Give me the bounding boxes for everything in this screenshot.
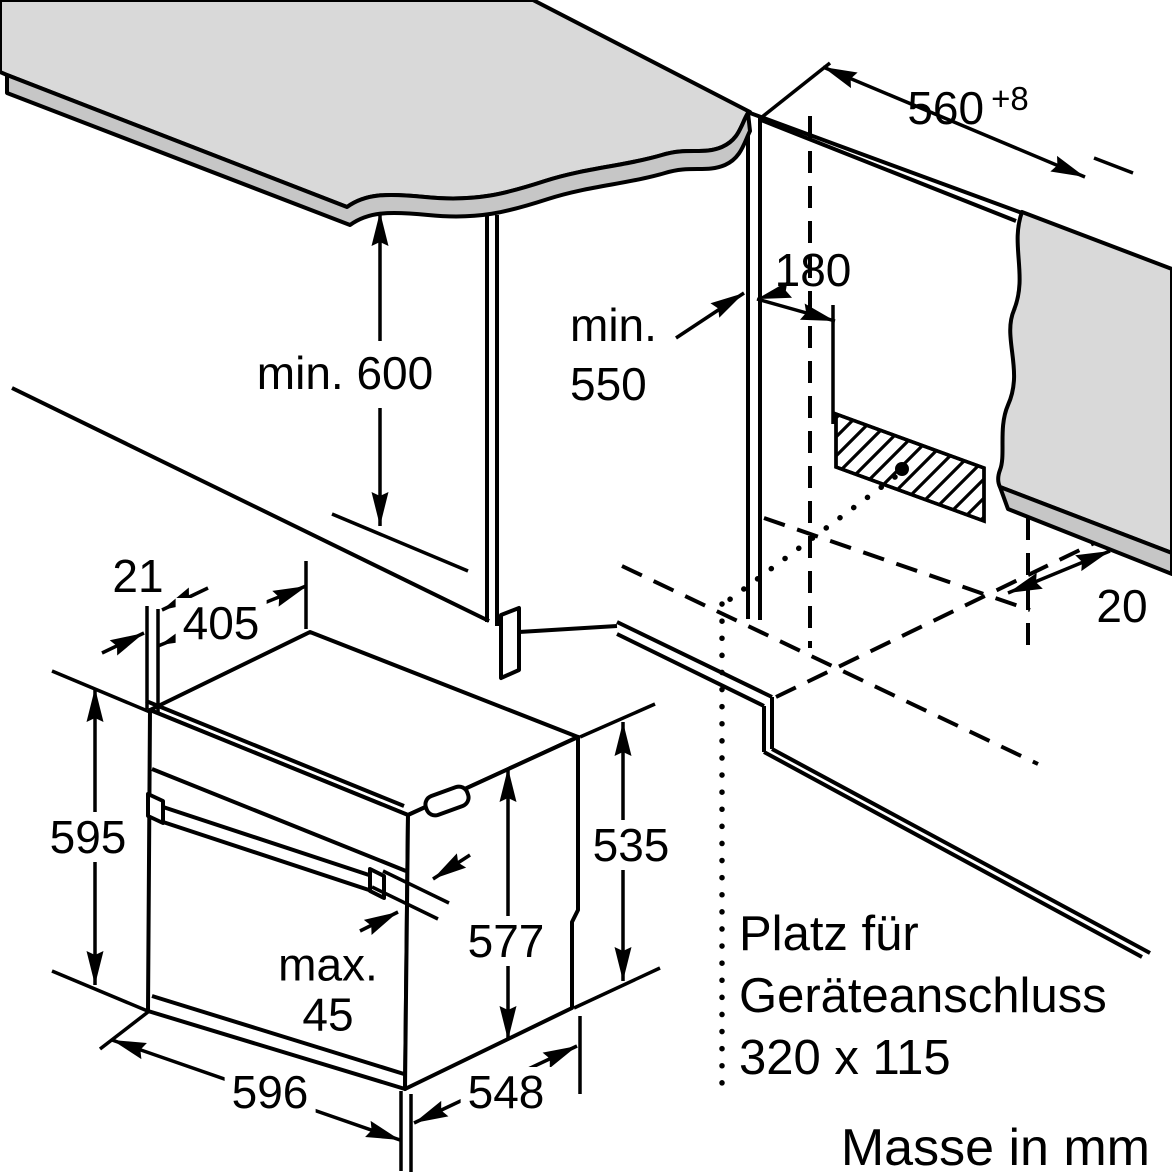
arrowhead <box>499 1006 517 1040</box>
niche-width-tolerance: +8 <box>991 80 1029 117</box>
hatch-fill <box>834 411 986 524</box>
units-note: Masse in mm <box>840 1119 1150 1172</box>
connection-note-line3: 320 x 115 <box>739 1031 951 1085</box>
arrowhead <box>614 722 632 756</box>
door-top-edge <box>145 699 405 808</box>
arrowhead <box>823 67 858 89</box>
arrowhead <box>1050 155 1085 177</box>
arrowhead <box>433 853 467 879</box>
back-wall-face <box>996 210 1172 555</box>
arrowhead <box>614 947 632 981</box>
cabinet-structure <box>11 111 1151 959</box>
rear-gap-label: 20 <box>1096 580 1148 632</box>
arrowhead <box>542 1046 577 1069</box>
door-overhang-label: 21 <box>112 550 164 602</box>
back-wall-bottom-edge <box>998 485 1172 576</box>
arrowhead <box>1075 551 1110 572</box>
arrowhead <box>1008 572 1043 593</box>
connection-note: Platz für Geräteanschluss 320 x 115 <box>739 903 1107 1089</box>
worktop-edge-band <box>5 73 752 227</box>
body-height-label: 577 <box>460 916 552 966</box>
arrowhead <box>371 212 389 246</box>
arrowhead <box>710 293 744 318</box>
arrowhead <box>112 1040 147 1060</box>
oven-handle-mount-left <box>146 792 165 825</box>
connection-area <box>834 411 986 524</box>
dotted-leader <box>719 474 898 1093</box>
arrowhead <box>371 492 389 526</box>
worktop-height-label: min. 600 <box>249 348 441 398</box>
arrowhead <box>499 768 517 802</box>
arrowhead <box>365 1120 400 1140</box>
arrowhead <box>757 281 793 299</box>
arrowhead <box>272 586 307 607</box>
arrowhead <box>86 688 104 722</box>
connection-note-line1: Platz für <box>739 907 919 961</box>
arrowhead <box>414 1100 449 1123</box>
oven-width-label: 596 <box>224 1067 316 1117</box>
oven-height-label: 595 <box>42 812 134 862</box>
arrowhead <box>109 633 144 656</box>
niche-width-label: 560+8 <box>907 80 1029 134</box>
handle-depth-label: max. 45 <box>278 938 378 1040</box>
arrowhead <box>86 951 104 985</box>
hidden-edges-dashed <box>621 116 1116 766</box>
back-wall <box>996 210 1172 576</box>
connection-offset-label: 180 <box>774 244 852 296</box>
niche-depth-label: min. 550 <box>570 299 657 410</box>
door-bottom-line <box>151 994 405 1076</box>
arrowhead <box>363 912 398 936</box>
cabinet-foot <box>499 606 521 680</box>
side-grip-slot <box>423 784 471 818</box>
arrowhead <box>799 303 835 321</box>
rear-body-height-label: 535 <box>585 820 677 870</box>
body-setback-label: 405 <box>175 598 267 648</box>
oven-depth-label: 548 <box>460 1067 552 1117</box>
oven <box>145 630 580 1091</box>
connection-point-dot <box>895 462 909 476</box>
oven-side-face <box>403 735 580 1091</box>
control-panel-line <box>151 767 407 873</box>
connection-note-line2: Geräteanschluss <box>739 969 1107 1023</box>
worktop <box>0 0 752 227</box>
